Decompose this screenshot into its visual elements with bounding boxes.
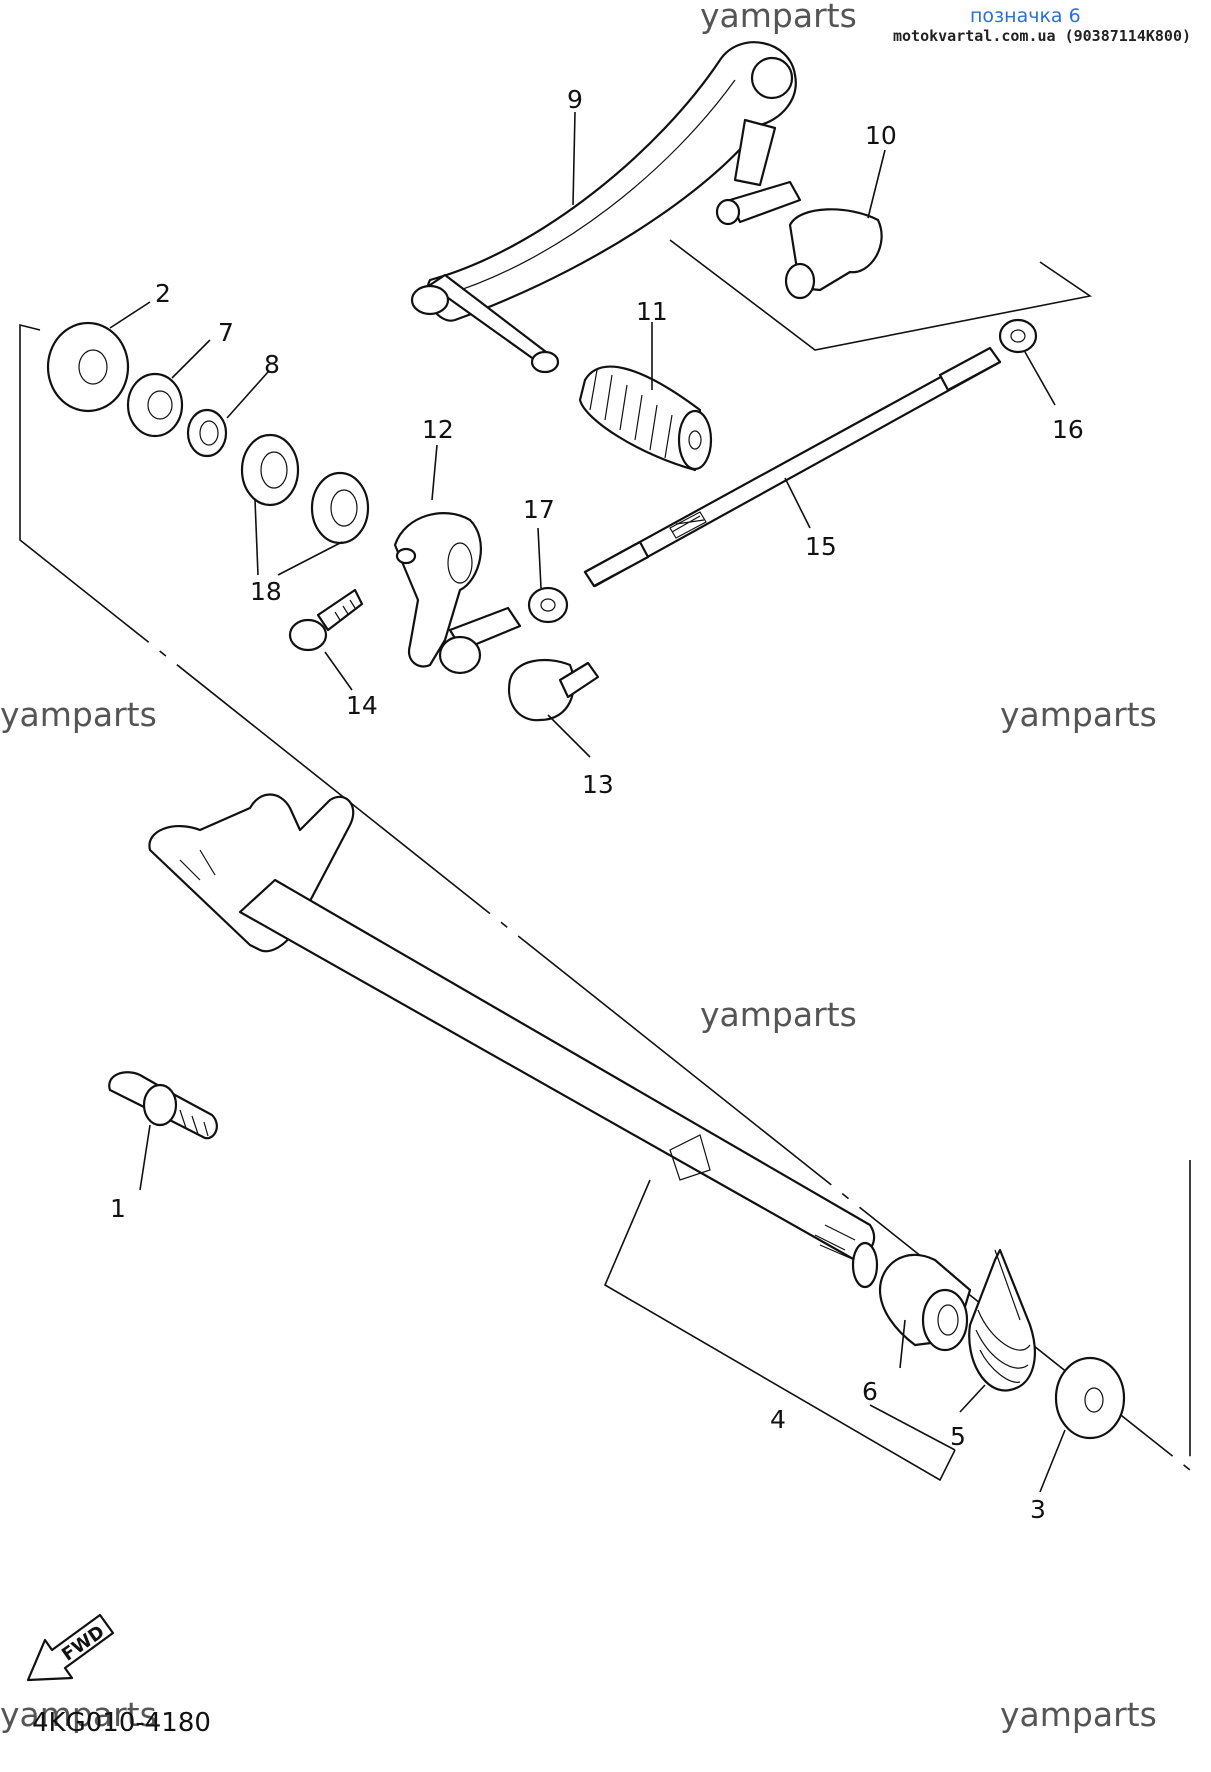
washer-part-3 — [1054, 1356, 1126, 1440]
callout-14: 14 — [346, 691, 378, 720]
spring-part-5 — [968, 1248, 1036, 1392]
callout-6: 6 — [862, 1377, 878, 1406]
callout-9: 9 — [567, 85, 583, 114]
watermark: yamparts — [0, 1695, 157, 1734]
callout-12: 12 — [422, 415, 454, 444]
header-link[interactable]: позначка 6 — [970, 5, 1081, 27]
callout-labels: 1 2 3 4 5 6 7 8 9 10 11 12 13 14 15 16 1… — [110, 85, 1084, 1524]
callout-7: 7 — [218, 318, 234, 347]
assembly-frame — [19, 239, 1191, 1482]
watermark: yamparts — [0, 695, 157, 734]
stud-part-1 — [108, 1071, 218, 1140]
callout-5: 5 — [950, 1422, 966, 1451]
circlip-part-8 — [186, 408, 228, 458]
callout-16: 16 — [1052, 415, 1084, 444]
callout-15: 15 — [805, 532, 837, 561]
callout-3: 3 — [1030, 1495, 1046, 1524]
callout-17: 17 — [523, 495, 555, 524]
callout-1: 1 — [110, 1194, 126, 1223]
footpeg-rubber-part-11 — [578, 365, 713, 472]
nut-part-17 — [527, 586, 569, 624]
rod-end-part-13 — [438, 606, 600, 722]
shift-shaft-part-4 — [148, 793, 879, 1289]
shift-lever-part-9 — [410, 41, 802, 374]
leader-lines — [109, 111, 1066, 1493]
callout-2: 2 — [155, 279, 171, 308]
diagram-code: 4KG010-4180 — [32, 1708, 211, 1738]
watermark: yamparts — [1000, 695, 1157, 734]
fwd-arrow-icon: FWD — [26, 1613, 115, 1682]
callout-18: 18 — [250, 577, 282, 606]
collar-part-6 — [878, 1253, 972, 1352]
watermark: yamparts — [1000, 1695, 1157, 1734]
watermark: yamparts — [700, 995, 857, 1034]
callout-8: 8 — [264, 350, 280, 379]
nut-part-16 — [998, 318, 1038, 354]
bolt-part-14 — [288, 588, 364, 652]
shift-arm-part-12 — [393, 512, 482, 668]
callout-4: 4 — [770, 1405, 786, 1434]
shift-rod-part-15 — [583, 346, 1002, 588]
bearing-part-18 — [240, 433, 370, 545]
callout-13: 13 — [582, 770, 614, 799]
oil-seal-part-2 — [46, 321, 130, 413]
rod-end-part-10 — [784, 208, 883, 300]
callout-11: 11 — [636, 297, 668, 326]
washer-part-7 — [126, 372, 184, 438]
callout-10: 10 — [865, 121, 897, 150]
header-site-text: motokvartal.com.ua (90387114K800) — [893, 27, 1192, 45]
watermark: yamparts — [700, 0, 857, 35]
